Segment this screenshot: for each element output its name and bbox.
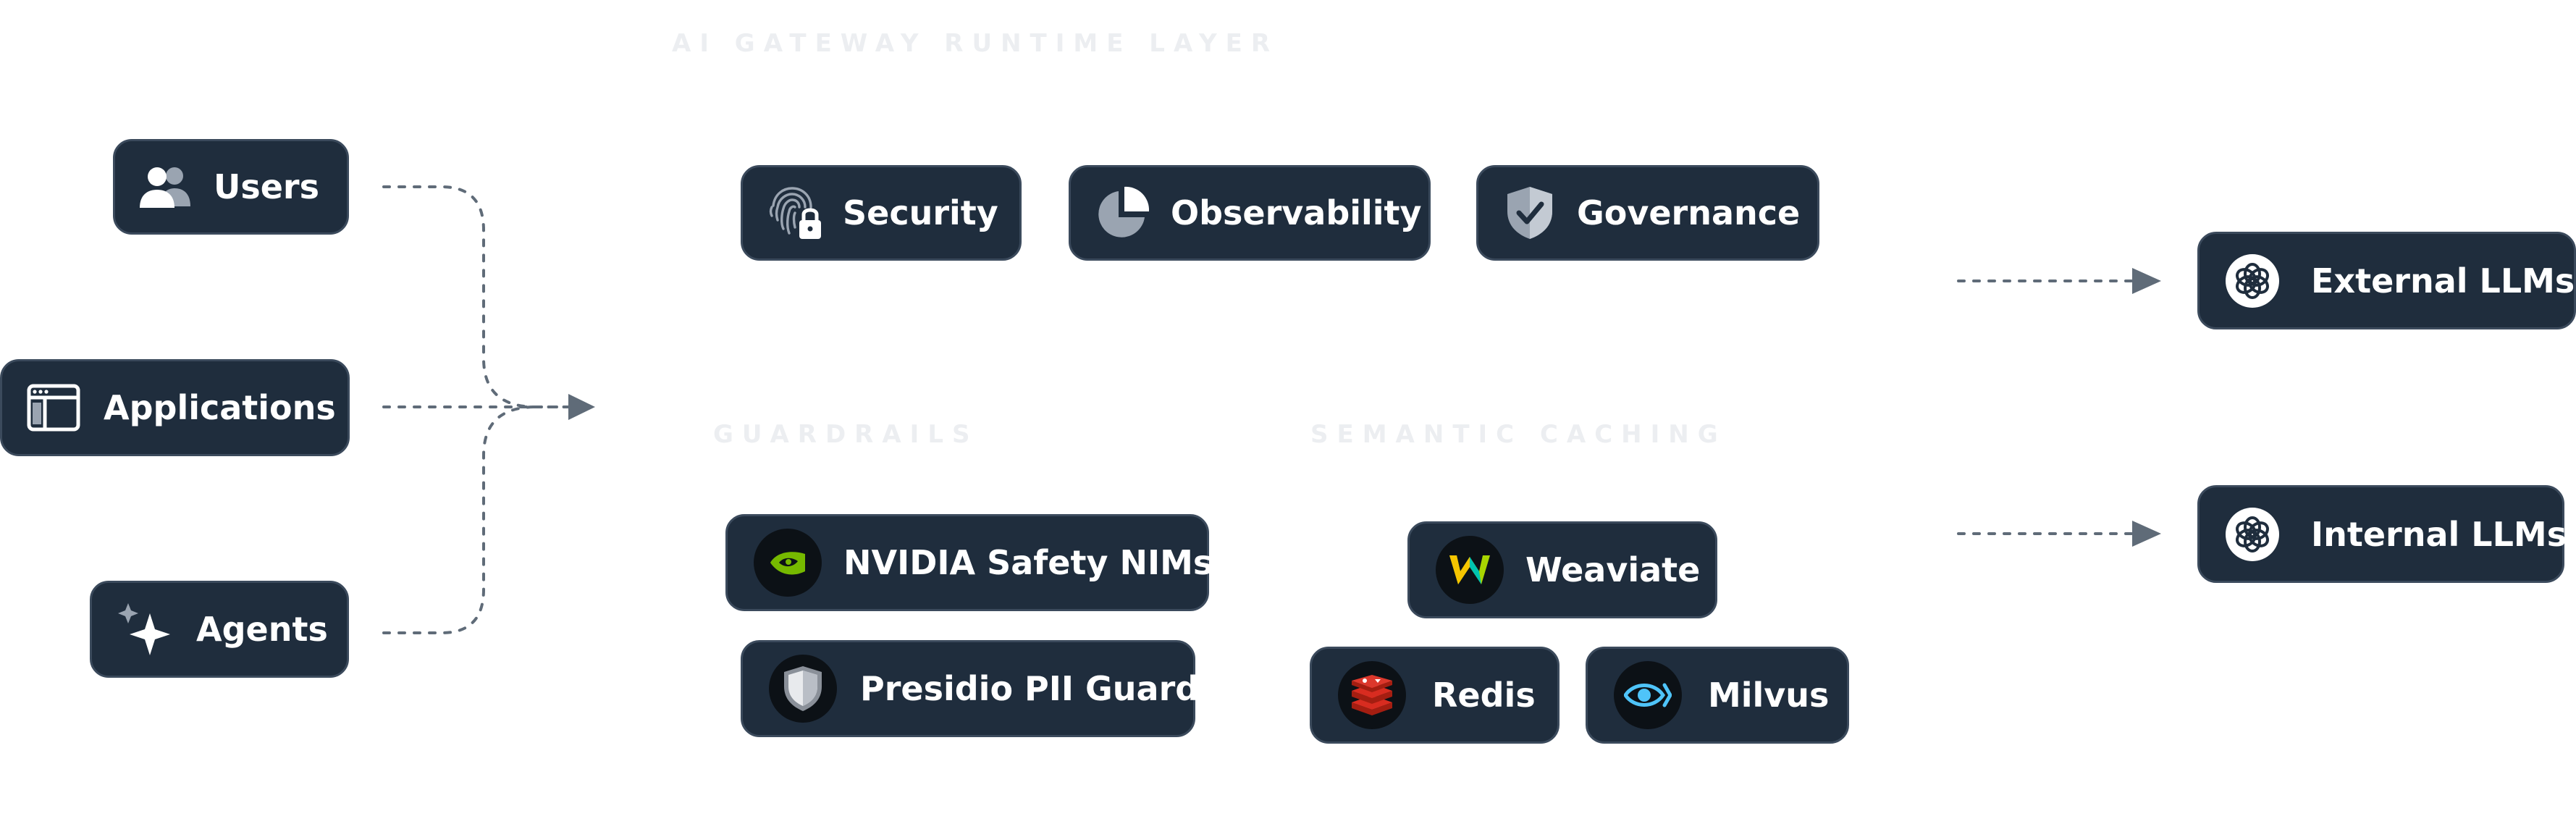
agents-label: Agents (196, 610, 328, 649)
nvidia-safety-node[interactable]: NVIDIA Safety NIMs (725, 514, 1213, 611)
presidio-pii-node[interactable]: Presidio PII Guard (741, 640, 1199, 737)
sparkle-icon (118, 600, 176, 658)
observability-node[interactable]: Observability (1069, 165, 1431, 261)
openai-logo-icon (2226, 507, 2279, 561)
agents-node[interactable]: Agents (90, 581, 349, 678)
openai-logo-icon (2226, 253, 2279, 308)
internal-arrowhead (2132, 521, 2161, 547)
internal-llms-node[interactable]: Internal LLMs (2197, 485, 2567, 583)
users-icon (138, 159, 193, 214)
internal-llms-label: Internal LLMs (2311, 514, 2567, 554)
presidio-pii-label: Presidio PII Guard (860, 669, 1200, 708)
nvidia-logo-icon (754, 529, 822, 597)
redis-label: Redis (1432, 676, 1536, 715)
weaviate-node[interactable]: Weaviate (1407, 521, 1717, 618)
guardrails-section-label: GUARDRAILS (713, 420, 979, 449)
applications-label: Applications (104, 388, 336, 427)
external-llms-node[interactable]: External LLMs (2197, 232, 2576, 329)
governance-node[interactable]: Governance (1476, 165, 1819, 261)
external-llms-label: External LLMs (2311, 261, 2575, 301)
runtime-layer-title: AI GATEWAY RUNTIME LAYER (672, 29, 1279, 58)
applications-node[interactable]: Applications (0, 359, 350, 456)
gateway-arrowhead (568, 394, 595, 420)
agents-connector (382, 406, 537, 634)
security-node[interactable]: Security (741, 165, 1022, 261)
weaviate-label: Weaviate (1525, 550, 1701, 589)
browser-window-icon (27, 382, 80, 433)
pie-chart-icon (1094, 184, 1152, 242)
shield-logo-icon (769, 655, 837, 723)
users-label: Users (214, 167, 319, 206)
redis-logo-icon (1338, 661, 1406, 729)
nvidia-safety-label: NVIDIA Safety NIMs (843, 543, 1213, 582)
milvus-label: Milvus (1708, 676, 1830, 715)
semantic-caching-section-label: SEMANTIC CACHING (1310, 420, 1727, 449)
weaviate-logo-icon (1436, 536, 1504, 604)
observability-label: Observability (1171, 193, 1422, 232)
security-label: Security (843, 193, 998, 232)
external-arrowhead (2132, 268, 2161, 294)
redis-node[interactable]: Redis (1310, 647, 1560, 744)
shield-check-icon (1503, 184, 1557, 242)
milvus-eye-icon (1614, 661, 1682, 729)
governance-label: Governance (1577, 193, 1801, 232)
fingerprint-lock-icon (766, 184, 824, 242)
milvus-node[interactable]: Milvus (1586, 647, 1849, 744)
users-node[interactable]: Users (113, 139, 349, 235)
users-connector (382, 185, 570, 408)
